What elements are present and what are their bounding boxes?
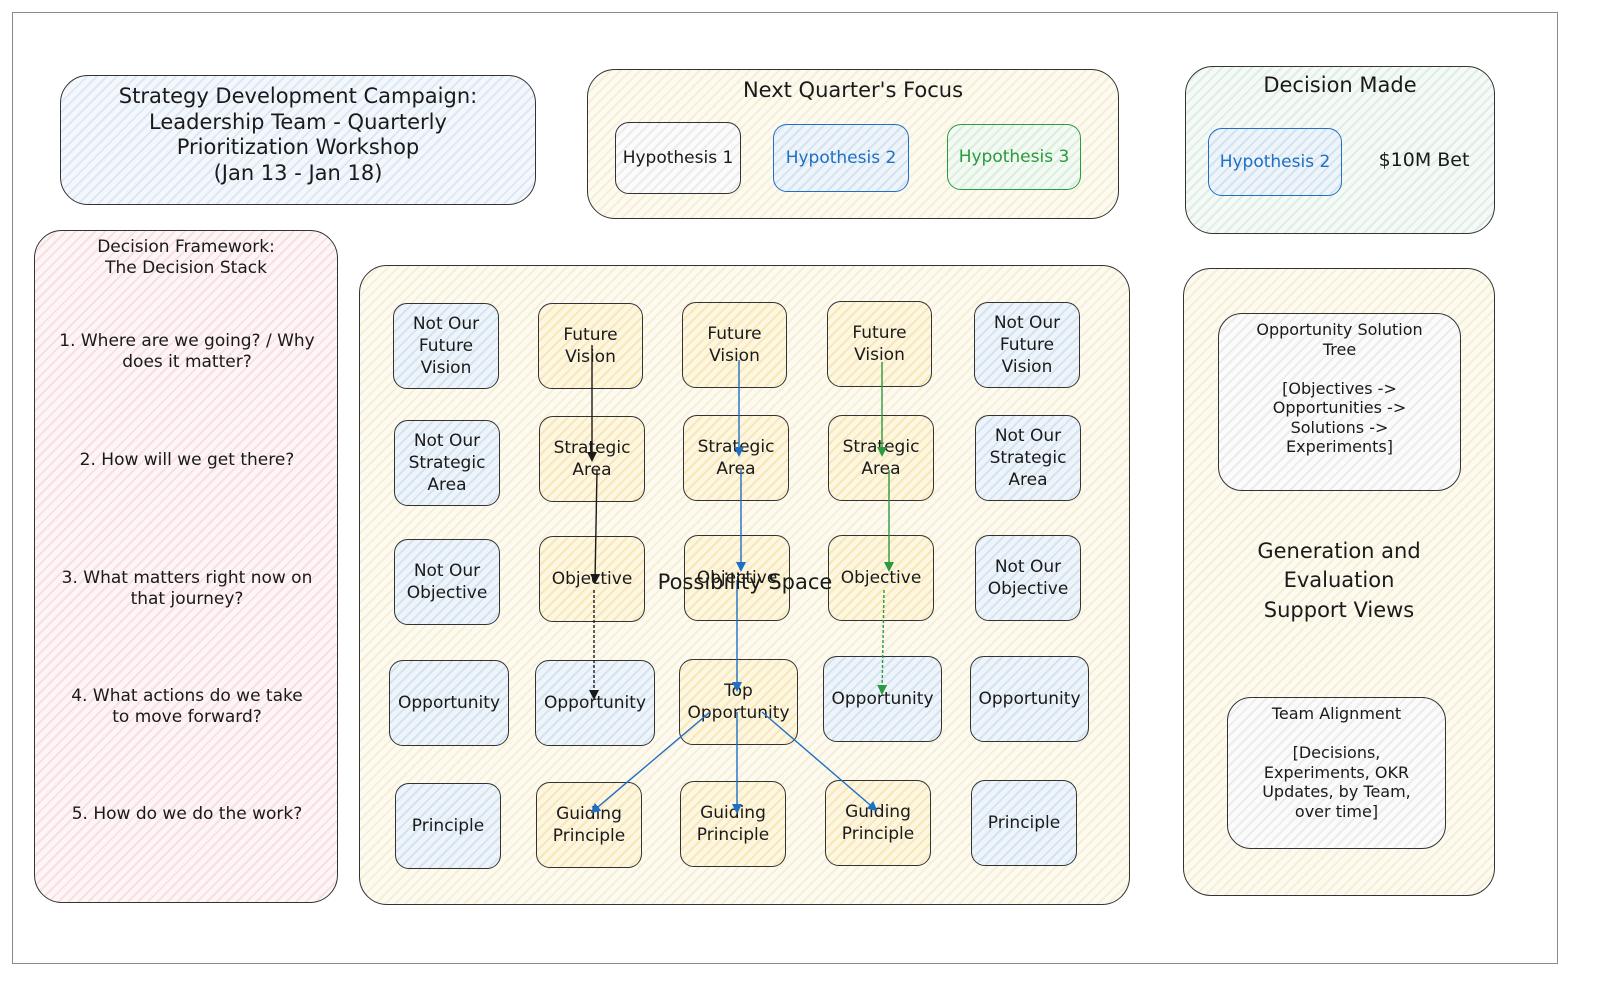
not-future-vision-right[interactable]: Not Our Future Vision xyxy=(974,302,1080,388)
campaign-title-panel: Strategy Development Campaign: Leadershi… xyxy=(60,75,536,205)
hypothesis-3-card[interactable]: Hypothesis 3 xyxy=(947,124,1081,190)
opportunity-solution-tree-card[interactable]: Opportunity Solution Tree [Objectives ->… xyxy=(1218,313,1461,491)
opportunity-far-left[interactable]: Opportunity xyxy=(389,660,509,746)
opportunity-1[interactable]: Opportunity xyxy=(535,660,655,746)
possibility-space-label: Possibility Space xyxy=(657,570,833,594)
opportunity-far-right[interactable]: Opportunity xyxy=(970,656,1089,742)
principle-left[interactable]: Principle xyxy=(395,783,501,869)
opportunity-3[interactable]: Opportunity xyxy=(823,656,942,742)
framework-question-4: 4. What actions do we take to move forwa… xyxy=(71,686,303,727)
support-views-heading: Generation and Evaluation Support Views xyxy=(1257,539,1421,622)
future-vision-1[interactable]: Future Vision xyxy=(538,303,643,389)
decision-bet: $10M Bet xyxy=(1378,149,1470,171)
framework-question-3: 3. What matters right now on that journe… xyxy=(61,568,313,609)
decision-hypothesis-card[interactable]: Hypothesis 2 xyxy=(1208,128,1342,196)
not-strategic-area-right[interactable]: Not Our Strategic Area xyxy=(975,415,1081,501)
hypothesis-2-card[interactable]: Hypothesis 2 xyxy=(773,124,909,192)
team-alignment-card[interactable]: Team Alignment [Decisions, Experiments, … xyxy=(1227,697,1446,849)
guiding-principle-1[interactable]: Guiding Principle xyxy=(536,782,642,868)
next-quarter-panel: Next Quarter's Focus Hypothesis 1 Hypoth… xyxy=(587,69,1119,219)
support-views-panel: Opportunity Solution Tree [Objectives ->… xyxy=(1183,268,1495,896)
future-vision-2[interactable]: Future Vision xyxy=(682,302,787,388)
framework-question-1: 1. Where are we going? / Why does it mat… xyxy=(59,331,315,372)
principle-right[interactable]: Principle xyxy=(971,780,1077,866)
not-future-vision-left[interactable]: Not Our Future Vision xyxy=(393,303,499,389)
not-objective-right[interactable]: Not Our Objective xyxy=(975,535,1081,621)
objective-3[interactable]: Objective xyxy=(828,535,934,621)
strategic-area-1[interactable]: Strategic Area xyxy=(539,416,645,502)
top-opportunity[interactable]: Top Opportunity xyxy=(679,659,798,745)
strategic-area-3[interactable]: Strategic Area xyxy=(828,415,934,501)
future-vision-3[interactable]: Future Vision xyxy=(827,301,932,387)
framework-question-5: 5. How do we do the work? xyxy=(71,804,303,824)
framework-question-2: 2. How will we get there? xyxy=(79,450,295,470)
not-objective-left[interactable]: Not Our Objective xyxy=(394,539,500,625)
team-alignment-text: Team Alignment [Decisions, Experiments, … xyxy=(1262,704,1411,821)
objective-1[interactable]: Objective xyxy=(539,536,645,622)
next-quarter-heading: Next Quarter's Focus xyxy=(742,78,964,102)
objective-2[interactable]: Objective xyxy=(684,535,790,621)
canvas-frame xyxy=(12,12,1558,964)
strategic-area-2[interactable]: Strategic Area xyxy=(683,415,789,501)
decision-heading: Decision Made xyxy=(1263,73,1417,97)
guiding-principle-2[interactable]: Guiding Principle xyxy=(680,781,786,867)
decision-panel: Decision Made Hypothesis 2 $10M Bet xyxy=(1185,66,1495,234)
decision-framework-panel: Decision Framework: The Decision Stack 1… xyxy=(34,230,338,903)
opportunity-solution-tree-text: Opportunity Solution Tree [Objectives ->… xyxy=(1256,320,1423,457)
hypothesis-1-card[interactable]: Hypothesis 1 xyxy=(615,122,741,194)
not-strategic-area-left[interactable]: Not Our Strategic Area xyxy=(394,420,500,506)
campaign-title: Strategy Development Campaign: Leadershi… xyxy=(118,84,478,185)
framework-heading: Decision Framework: The Decision Stack xyxy=(97,237,275,278)
guiding-principle-3[interactable]: Guiding Principle xyxy=(825,780,931,866)
